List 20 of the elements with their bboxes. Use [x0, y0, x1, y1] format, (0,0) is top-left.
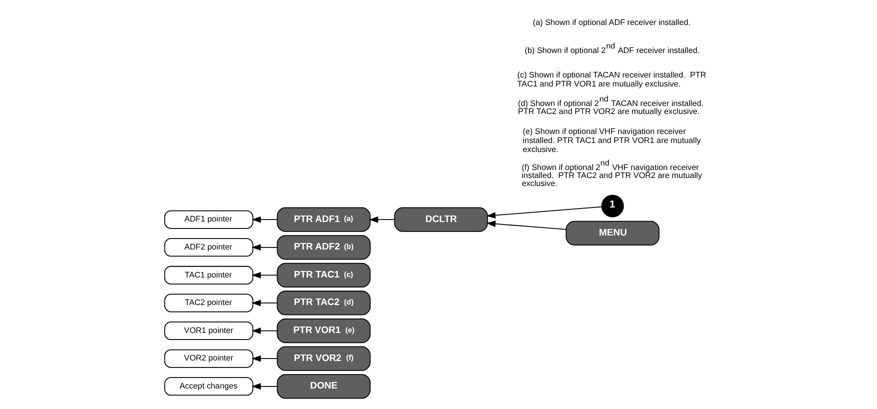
arrow [251, 300, 278, 306]
node-circle: 1 [600, 194, 624, 218]
arrow [251, 355, 278, 362]
node-box: DONE [276, 374, 370, 399]
node-box: PTR VOR2 (f) [276, 346, 370, 371]
node-box: PTR ADF2 (b) [276, 235, 370, 260]
node-box: PTR VOR1 (e) [276, 318, 370, 344]
arrow [251, 383, 278, 390]
node-box: PTR ADF1 (a) [276, 207, 370, 232]
node-box: PTR TAC1 (c) [276, 262, 370, 288]
arrow [251, 216, 278, 223]
arrow [251, 328, 278, 334]
arrow [486, 220, 566, 230]
arrow [486, 206, 602, 219]
arrow [251, 244, 278, 251]
node-box: MENU [565, 220, 659, 246]
node-box: DCLTR [394, 207, 488, 232]
node-box: PTR TAC2 (d) [276, 290, 370, 316]
arrow [251, 272, 278, 278]
arrow [368, 216, 394, 223]
